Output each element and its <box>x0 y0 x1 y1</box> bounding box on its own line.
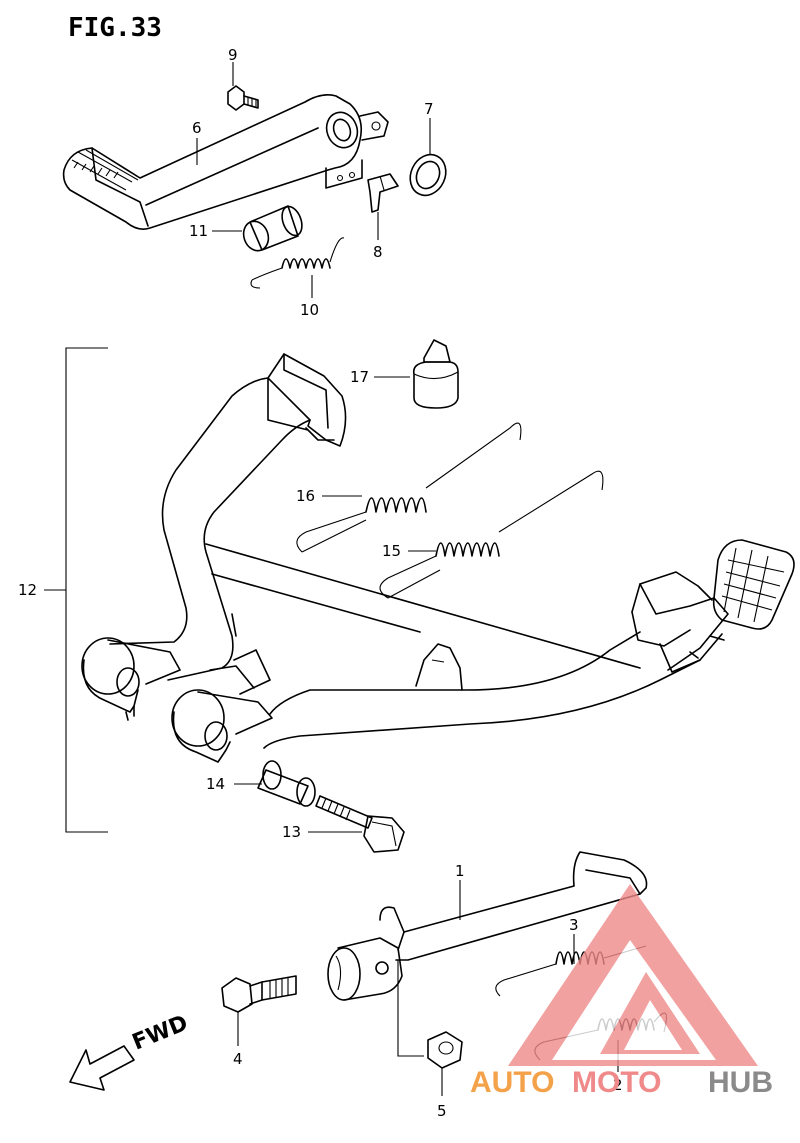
callout-6: 6 <box>192 119 202 137</box>
part-15-spring <box>379 470 604 599</box>
part-5-nut <box>427 1031 463 1069</box>
callout-17: 17 <box>350 368 369 386</box>
part-9-bolt <box>227 85 259 111</box>
callout-16: 16 <box>296 487 315 505</box>
watermark-moto: MOTO <box>572 1066 661 1099</box>
part-14-collar <box>257 760 316 807</box>
figure-title: FIG.33 <box>68 13 162 43</box>
fwd-arrow-icon <box>69 1045 135 1091</box>
callout-9: 9 <box>228 46 238 64</box>
part-4-bolt <box>221 975 297 1013</box>
callout-5: 5 <box>437 1102 447 1120</box>
callout-10: 10 <box>300 301 319 319</box>
callout-12: 12 <box>18 581 37 599</box>
callout-15: 15 <box>382 542 401 560</box>
callout-13: 13 <box>282 823 301 841</box>
callout-7: 7 <box>424 100 434 118</box>
watermark-auto: AUTO <box>470 1066 554 1099</box>
callout-1: 1 <box>455 862 465 880</box>
callout-8: 8 <box>373 243 383 261</box>
bracket-12 <box>65 347 108 833</box>
part-10-spring <box>250 237 345 289</box>
watermark-hub: HUB <box>708 1066 773 1099</box>
brake-pedal-assembly <box>62 94 389 230</box>
watermark-text: AUTO MOTO HUB <box>470 1066 773 1099</box>
callout-14: 14 <box>206 775 225 793</box>
side-stand <box>327 851 648 1001</box>
center-stand <box>81 353 795 763</box>
callout-2: 2 <box>613 1076 623 1094</box>
part-16-spring <box>296 422 522 553</box>
part-13-bolt <box>315 795 405 853</box>
part-8-clip <box>367 173 399 213</box>
fwd-label: FWD <box>129 1011 192 1056</box>
callout-4: 4 <box>233 1050 243 1068</box>
part-11-collar <box>242 205 303 252</box>
watermark-logo <box>508 884 758 1066</box>
part-17-stopper <box>412 339 459 409</box>
part-7-washer <box>409 153 447 197</box>
callout-11: 11 <box>189 222 208 240</box>
callout-3: 3 <box>569 916 579 934</box>
